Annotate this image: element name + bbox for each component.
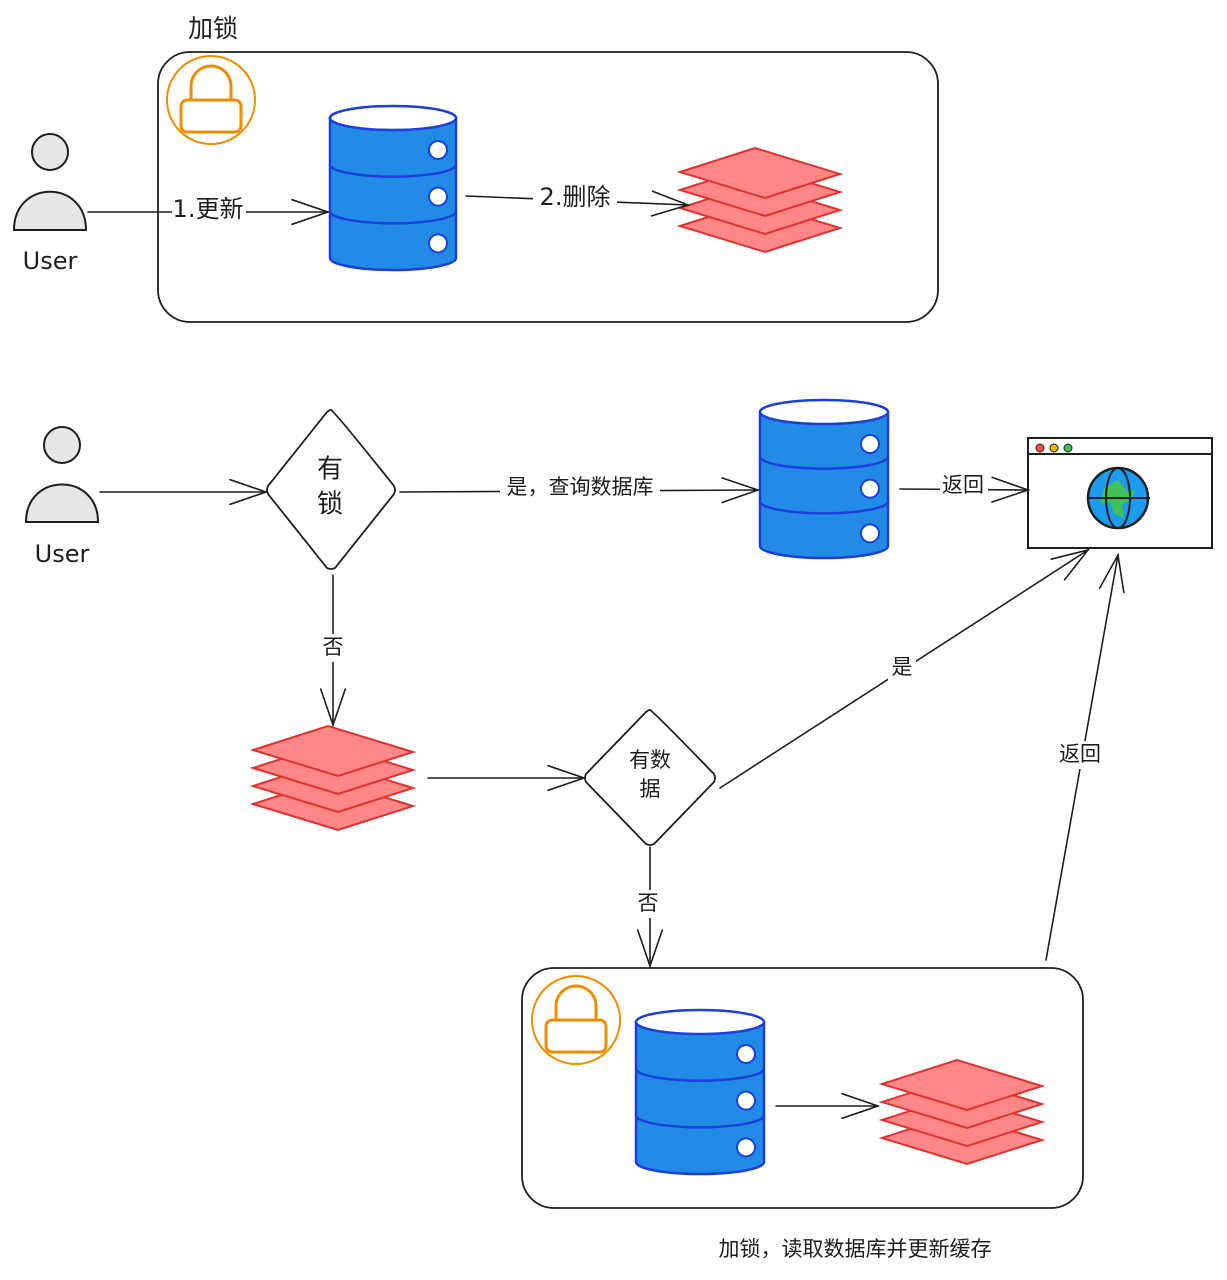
db-indicator [428,186,448,207]
arrowhead [229,478,269,506]
decision-data-line2: 据 [640,777,661,801]
arrowhead [319,688,347,728]
user-icon-flow [24,426,100,523]
db-top [634,1008,766,1036]
arrowhead [650,190,691,217]
user-head [31,133,69,171]
bottom-group-caption: 加锁，读取数据库并更新缓存 [719,1237,992,1261]
user-label-top: User [23,247,78,275]
db-body [758,410,890,560]
return-label-1: 返回 [942,473,984,497]
db-top [758,398,890,426]
db-body [328,116,458,272]
decision-has-lock [266,408,396,570]
arrowhead [291,198,331,226]
db-band [328,211,458,225]
no-label-2: 否 [638,891,659,915]
arrow-user-to-decision [99,478,269,506]
browser-globe-icon [1027,437,1213,549]
arrowhead [721,477,761,504]
top-group-title: 加锁 [188,14,238,43]
lock-body [544,1018,608,1054]
arrowhead [636,929,664,969]
lock-circle [531,975,621,1065]
window-dot [1049,443,1059,453]
arrowhead [1098,552,1125,594]
window-dot [1063,443,1073,453]
db-indicator [428,140,448,160]
lock-icon [166,55,256,145]
db-indicator [860,434,880,454]
lock-shackle [189,64,233,100]
decision-data-line1: 有数 [629,748,671,772]
lock-body [179,98,243,134]
db-indicator [860,523,880,544]
decision-lock-line1: 有 [317,455,343,485]
cache-stack-icon-bottom [878,1058,1046,1166]
bottom-lock-group-box [521,967,1084,1209]
cache-layer [249,724,417,778]
return-label-2: 返回 [1059,742,1101,766]
decision-lock-line2: 锁 [317,490,343,520]
db-band [634,1115,766,1129]
database-icon-bottom [634,1008,766,1176]
arrowhead [841,1092,881,1120]
user-body [24,483,100,523]
db-band [758,501,890,515]
lock-circle [166,55,256,145]
yes-query-db-label: 是，查询数据库 [507,475,654,499]
cache-layer [878,1058,1046,1112]
user-label-flow: User [35,540,90,568]
db-indicator [736,1044,756,1064]
db-indicator [736,1090,756,1111]
db-indicator [428,233,448,254]
database-icon-top [328,104,458,272]
db-indicator [860,478,880,499]
db-indicator [736,1137,756,1158]
step-update-label: 1.更新 [173,195,244,223]
top-lock-group-box [157,51,939,323]
lock-shackle [554,984,598,1020]
arrowhead [547,764,587,792]
step-delete-label: 2.删除 [540,183,611,211]
cache-layer [676,146,844,200]
arrowhead [991,476,1031,503]
database-icon-query [758,398,890,560]
no-label-1: 否 [323,635,344,659]
db-band [634,1068,766,1082]
user-icon-top [12,133,88,231]
window-dot [1035,443,1045,453]
user-body [12,190,88,231]
db-top [328,104,458,132]
db-band [328,164,458,178]
arrowhead [1050,548,1091,581]
arrow-cache-to-decision [427,764,587,792]
lock-icon-bottom [531,975,621,1065]
db-band [758,456,890,470]
arrow-db-to-cache [775,1092,881,1120]
cache-stack-icon-mid [249,724,417,832]
yes-label-2: 是 [892,655,913,679]
cache-stack-icon-top [676,146,844,254]
decision-has-data [584,708,716,846]
user-head [43,426,81,464]
db-body [634,1020,766,1176]
